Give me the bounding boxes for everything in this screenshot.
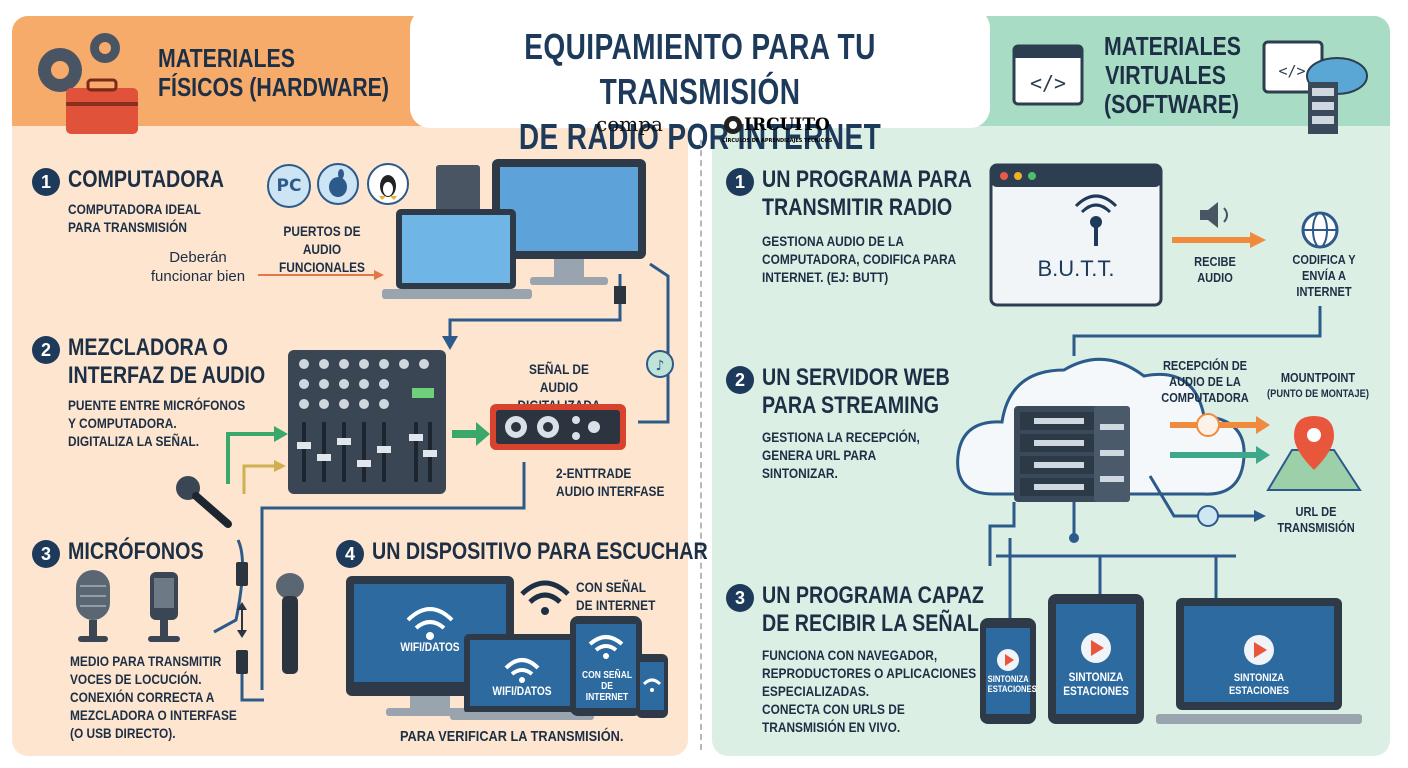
mics-title: MICRÓFONOS (68, 538, 204, 565)
listening-devices-illustration (346, 576, 668, 720)
computer-note: Deberán funcionar bien (150, 249, 246, 285)
pc-icon: PC (267, 164, 311, 208)
receiver-desc: FUNCIONA CON NAVEGADOR, REPRODUCTORES O … (762, 647, 977, 735)
mic-arrows-icon (226, 426, 288, 494)
audio-interface-illustration (490, 404, 626, 450)
code-window-icon: </> (1012, 44, 1084, 106)
screen-label: WIFI/DATOS (492, 684, 552, 698)
step-number: 4 (336, 540, 364, 568)
hardware-header-title: MATERIALES FÍSICOS (HARDWARE) (158, 43, 389, 102)
toolbox-gears-icon (38, 33, 138, 134)
apple-icon (317, 163, 359, 205)
receiver-title: UN PROGRAMA CAPAZ DE RECIBIR LA SEÑAL (762, 582, 984, 637)
phone-screen-label: SINTONIZA ESTACIONES (987, 674, 1037, 694)
program-title: UN PROGRAMA PARA TRANSMITIR RADIO (762, 166, 972, 221)
divider (700, 140, 702, 750)
microphones-illustration (76, 570, 180, 642)
butt-app-name: B.U.T.T. (1037, 256, 1115, 281)
globe-icon (1301, 211, 1339, 249)
step-number: 1 (726, 168, 754, 196)
title-box (410, 8, 990, 128)
gear-icon (724, 116, 742, 134)
step-number: 2 (726, 366, 754, 394)
mixer-illustration (288, 350, 446, 494)
svg-text:♪: ♪ (656, 358, 665, 374)
server-desc: GESTIONA LA RECEPCIÓN, GENERA URL PARA S… (762, 429, 920, 481)
page-title: EQUIPAMIENTO PARA TU TRANSMISIÓN DE RADI… (518, 26, 882, 157)
step-number: 3 (726, 584, 754, 612)
wifi-icon (520, 580, 570, 615)
step-number: 3 (32, 540, 60, 568)
arrow-icon (452, 422, 490, 446)
screen-label: WIFI/DATOS (400, 640, 460, 654)
mixer-desc: PUENTE ENTRE MICRÓFONOS Y COMPUTADORA. D… (68, 397, 246, 449)
url-label: URL DE TRANSMISIÓN (1277, 504, 1355, 535)
mic-cables-illustration (213, 539, 264, 702)
mixer-title: MEZCLADORA O INTERFAZ DE AUDIO (68, 334, 266, 389)
computer-desc: COMPUTADORA IDEAL PARA TRANSMISIÓN (68, 201, 201, 235)
screen-label: CON SEÑAL DE INTERNET (581, 670, 633, 703)
computer-illustration (382, 159, 646, 299)
internet-signal-label: CON SEÑAL DE INTERNET (576, 579, 656, 613)
svg-text:</>: </> (1278, 62, 1305, 80)
reception-label: RECEPCIÓN DE AUDIO DE LA COMPUTADORA (1161, 358, 1249, 405)
server-cloud-illustration (956, 306, 1322, 566)
return-cable-illustration (260, 462, 526, 690)
linux-icon (367, 163, 409, 205)
server-title: UN SERVIDOR WEB PARA STREAMING (762, 364, 950, 419)
computer-title: COMPUTADORA (68, 166, 224, 193)
device-title: UN DISPOSITIVO PARA ESCUCHAR (372, 538, 708, 565)
handheld-mic-icon (176, 476, 232, 528)
svg-text:</>: </> (1030, 71, 1066, 95)
software-header-title: MATERIALES VIRTUALES (SOFTWARE) (1104, 31, 1242, 119)
arrow-icon (258, 270, 384, 280)
compa-logo: compa (596, 112, 663, 136)
speaker-icon (1200, 202, 1228, 228)
map-pin-icon (1266, 416, 1362, 491)
cables-illustration: ♪ (442, 262, 674, 424)
mountpoint-label: MOUNTPOINT (PUNTO DE MONTAJE) (1267, 370, 1369, 400)
receive-audio-label: RECIBE AUDIO (1194, 254, 1236, 285)
step-number: 1 (32, 168, 60, 196)
device-footer: PARA VERIFICAR LA TRANSMISIÓN. (400, 728, 624, 745)
mics-desc: MEDIO PARA TRANSMITIR VOCES DE LOCUCIÓN.… (70, 653, 237, 741)
step-number: 2 (32, 336, 60, 364)
cloud-server-icon: </> (1262, 40, 1368, 134)
laptop-screen-label: SINTONIZA ESTACIONES (1228, 672, 1290, 697)
ports-label: PUERTOS DE AUDIO FUNCIONALES (279, 223, 365, 275)
encode-label: CODIFICA Y ENVÍA A INTERNET (1292, 252, 1356, 299)
stand-mic-icon (276, 573, 304, 674)
arrow-icon (1172, 232, 1266, 248)
program-desc: GESTIONA AUDIO DE LA COMPUTADORA, CODIFI… (762, 233, 957, 285)
interface-label: 2-ENTTRADE AUDIO INTERFASE (556, 465, 665, 499)
butt-app-window (989, 163, 1163, 307)
receiver-devices-illustration (980, 538, 1362, 724)
tablet-screen-label: SINTONIZA ESTACIONES (1063, 670, 1129, 698)
